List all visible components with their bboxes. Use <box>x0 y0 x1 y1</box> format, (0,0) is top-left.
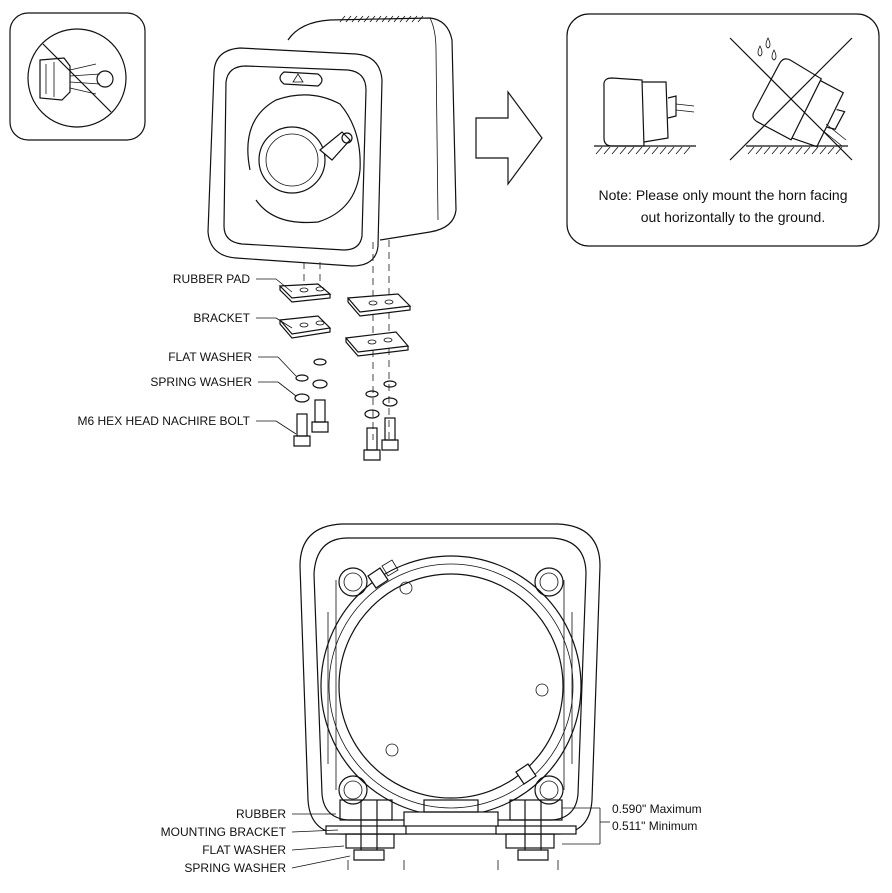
label-flat-washer: FLAT WASHER <box>168 350 252 364</box>
water-drops-icon <box>757 37 777 61</box>
exploded-hardware: RUBBER PAD BRACKET FLAT WASHER SPRING WA… <box>78 272 412 461</box>
dimension-minimum: 0.511" Minimum <box>612 819 697 833</box>
cross-out-icon <box>729 37 853 161</box>
label-bottom-rubber: RUBBER <box>236 807 286 821</box>
label-bottom-flat-washer: FLAT WASHER <box>202 843 286 857</box>
label-spring-washer: SPRING WASHER <box>150 375 252 389</box>
orientation-note-box: Note: Please only mount the horn facing … <box>566 13 880 247</box>
label-bottom-spring-washer: SPRING WASHER <box>184 861 286 875</box>
no-pressure-wash-icon <box>9 12 146 141</box>
warning-triangle-icon <box>292 73 304 83</box>
label-bracket: BRACKET <box>193 311 250 325</box>
note-line-1: Note: Please only mount the horn facing <box>598 187 847 203</box>
note-line-2: out horizontally to the ground. <box>641 209 825 225</box>
correct-orientation-figure <box>594 77 696 155</box>
label-bottom-mounting-bracket: MOUNTING BRACKET <box>161 825 287 839</box>
label-rubber-pad: RUBBER PAD <box>173 272 250 286</box>
horn-front-view: 0.590" Maximum 0.511" Minimum RUBBER MOU… <box>161 523 702 875</box>
arrow-right-icon <box>475 90 543 186</box>
label-bolt: M6 HEX HEAD NACHIRE BOLT <box>78 414 251 428</box>
dimension-maximum: 0.590" Maximum <box>612 802 702 816</box>
incorrect-orientation-figure <box>729 37 853 161</box>
horn-iso-drawing <box>207 15 457 440</box>
